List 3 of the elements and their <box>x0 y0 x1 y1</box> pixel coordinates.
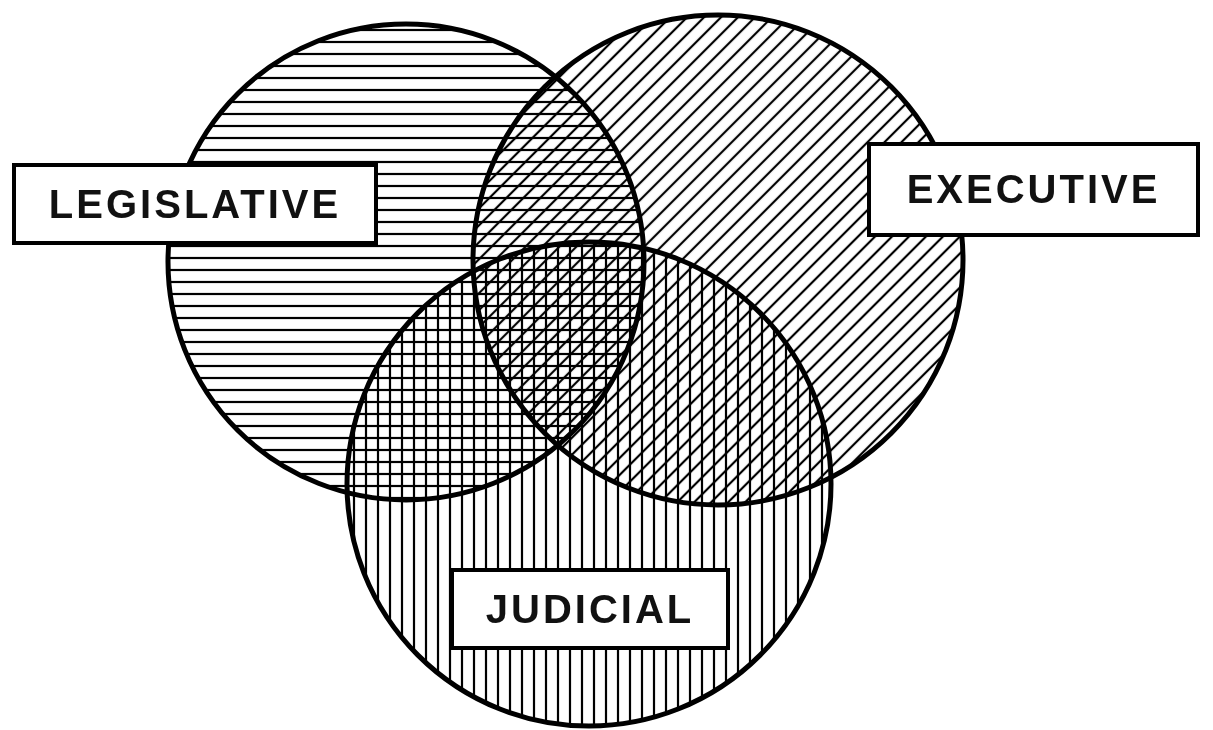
label-box: EXECUTIVE <box>867 142 1200 237</box>
label-box: LEGISLATIVE <box>12 163 378 245</box>
label-box: JUDICIAL <box>450 568 730 650</box>
